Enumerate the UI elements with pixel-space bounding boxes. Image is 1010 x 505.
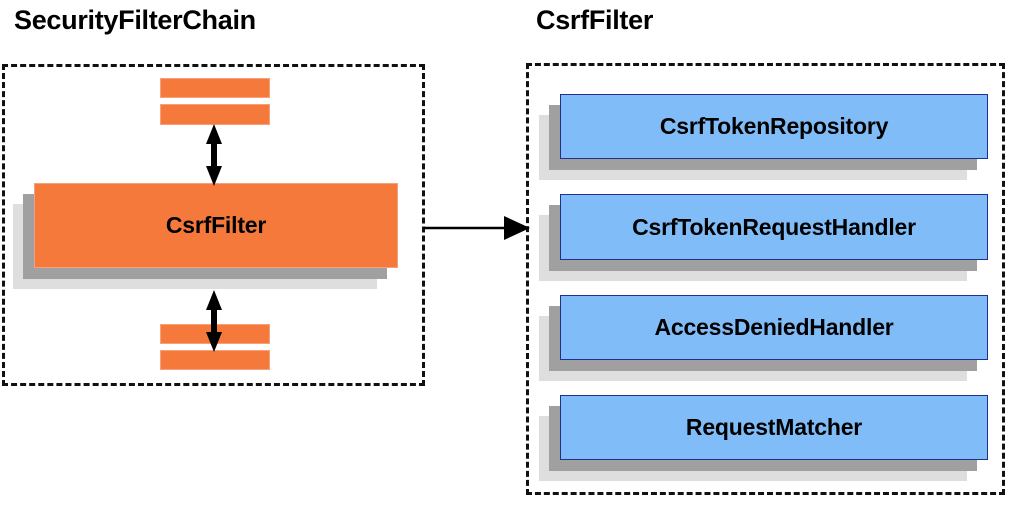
collaborator-csrftokenrepository[interactable]: CsrfTokenRepository	[539, 94, 988, 180]
filter-stub-top-1	[160, 78, 270, 98]
csrffilter-box[interactable]: CsrfFilter	[13, 183, 398, 289]
csrffilter-box-label: CsrfFilter	[34, 183, 398, 268]
collaborator-requestmatcher[interactable]: RequestMatcher	[539, 395, 988, 481]
csrffilter-detail-container	[526, 63, 1005, 495]
collaborator-accessdeniedhandler[interactable]: AccessDeniedHandler	[539, 295, 988, 381]
page-title-csrffilter: CsrfFilter	[536, 5, 654, 35]
collaborator-label: AccessDeniedHandler	[560, 295, 988, 360]
filter-stub-bottom-1	[160, 324, 270, 344]
collaborator-label: RequestMatcher	[560, 395, 988, 460]
collaborator-label: CsrfTokenRepository	[560, 94, 988, 159]
collaborator-label: CsrfTokenRequestHandler	[560, 194, 988, 260]
csrffilter-expansion-arrow	[424, 216, 530, 240]
collaborator-csrftokenrequesthandler[interactable]: CsrfTokenRequestHandler	[539, 194, 988, 281]
page-title-security-filter-chain: SecurityFilterChain	[14, 5, 256, 35]
filter-stub-top-2	[160, 104, 270, 125]
security-filter-chain-container	[2, 64, 425, 386]
filter-stub-bottom-2	[160, 350, 270, 370]
